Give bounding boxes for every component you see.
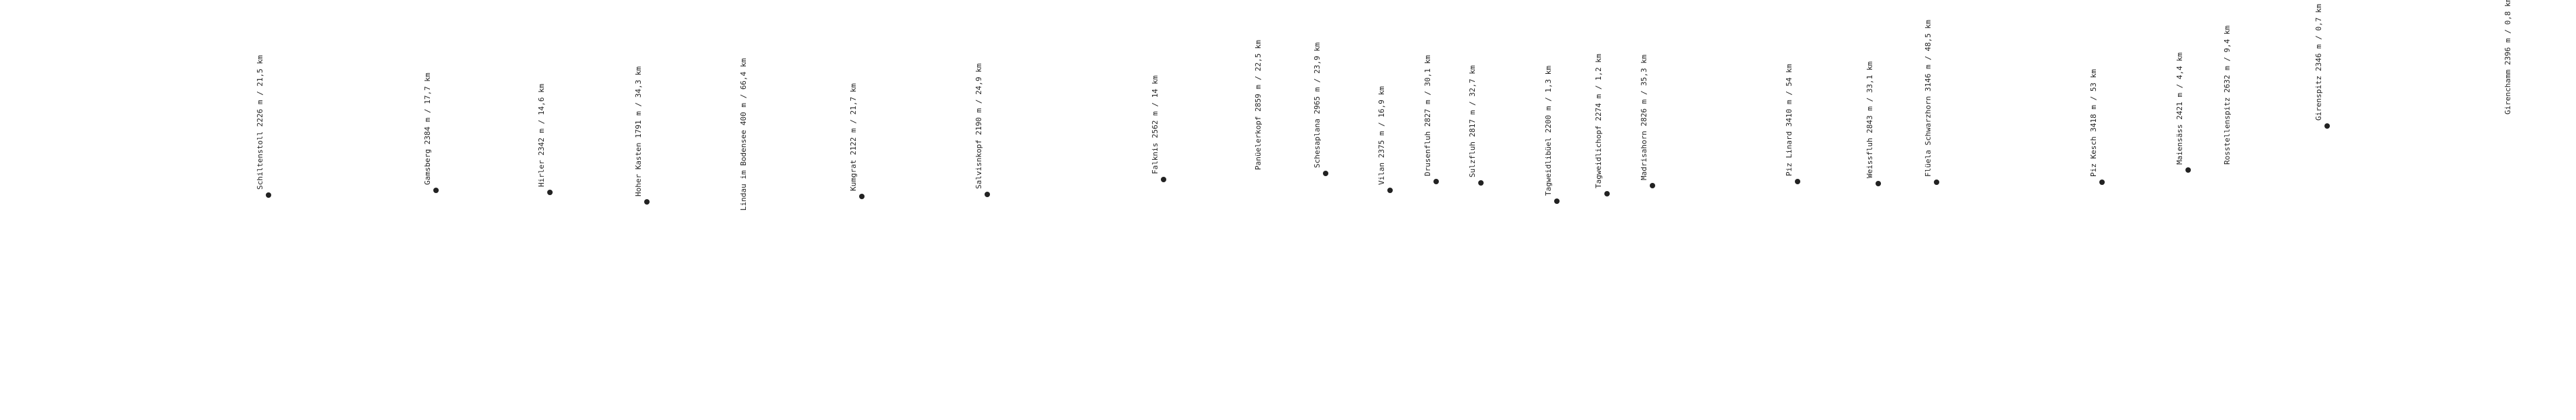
peak-label: Girenchamm 2396 m / 0,8 km [2503,0,2512,114]
peak-marker-dot [985,192,990,197]
peak-label: Panüelerkopf 2859 m / 22,5 km [1254,39,1263,170]
peak-label: Salvisnkopf 2190 m / 24,9 km [974,63,983,189]
peak-marker-dot [2324,123,2330,129]
peak-marker-dot [2185,167,2191,173]
peak-label: Schiltenstoll 2226 m / 21,5 km [256,55,264,190]
peak-marker-dot [1795,179,1800,184]
peak-marker-dot [1161,177,1166,182]
peak-label: Piz Kesch 3418 m / 53 km [2089,69,2098,177]
peak-label: Vilan 2375 m / 16,9 km [1377,86,1386,185]
peak-marker-dot [859,194,865,199]
peak-marker-dot [2099,180,2105,185]
peak-label: Drusenfluh 2827 m / 30,1 km [1423,55,1432,176]
peak-marker-dot [1650,183,1655,188]
peak-label: Madrisahorn 2826 m / 35,3 km [1640,54,1648,180]
peak-label: Piz Linard 3410 m / 54 km [1785,64,1794,176]
peak-marker-dot [266,192,271,198]
peak-label: Girenspitz 2346 m / 0,7 km [2314,3,2323,121]
peak-marker-dot [1323,171,1328,176]
peak-marker-dot [1554,198,1560,204]
peak-marker-dot [644,199,650,205]
peak-label: Hirler 2342 m / 14,6 km [537,83,546,187]
peak-label: Gamsberg 2384 m / 17,7 km [423,72,432,185]
peak-label: Schesaplana 2965 m / 23,9 km [1313,42,1322,168]
peak-label: Lindau im Bodensee 400 m / 66,4 km [739,58,748,211]
peak-marker-dot [1604,191,1610,196]
peak-marker-dot [1876,181,1881,186]
peak-label: Flüela Schwarzhorn 3146 m / 48,5 km [1924,20,1933,177]
peak-marker-dot [1934,180,1939,185]
peak-marker-dot [1478,180,1484,186]
peak-label: Maiensäss 2421 m / 4,4 km [2175,52,2184,165]
peak-label: Rosstellenspitz 2632 m / 9,4 km [2223,25,2232,165]
peak-marker-dot [1387,188,1393,193]
peak-label: Hoher Kasten 1791 m / 34,3 km [634,66,643,196]
peak-marker-dot [1433,179,1439,184]
peak-marker-dot [433,188,439,193]
peak-label: Tagweidlichopf 2274 m / 1,2 km [1594,54,1603,188]
peak-marker-dot [547,190,553,195]
peak-label: Falknis 2562 m / 14 km [1151,75,1160,174]
peak-label: Tagweidlibüel 2200 m / 1,3 km [1544,65,1553,196]
peak-label: Kumgrat 2122 m / 21,7 km [849,83,858,191]
peak-label: Sulzfluh 2817 m / 32,7 km [1468,65,1477,177]
peak-label: Weissfluh 2843 m / 33,1 km [1865,61,1874,178]
